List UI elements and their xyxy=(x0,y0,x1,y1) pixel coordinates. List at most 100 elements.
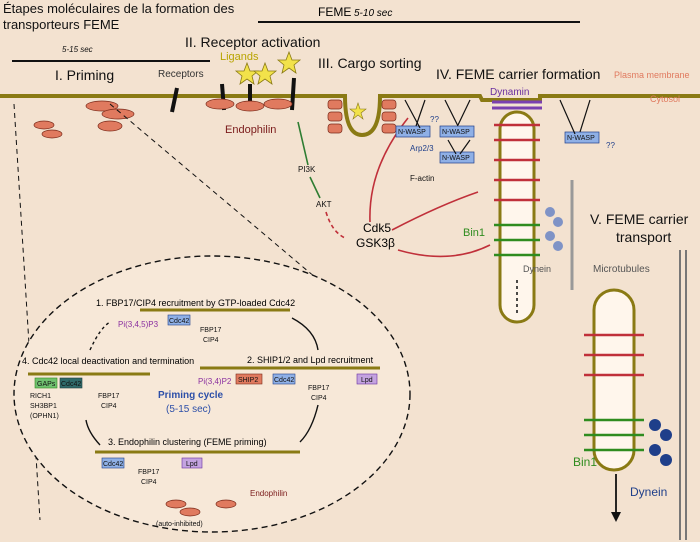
lpd-box xyxy=(356,373,378,385)
zoom-line-right xyxy=(109,103,381,333)
fbp17-label: FBP17 xyxy=(308,385,330,392)
cip4-label: CIP4 xyxy=(203,337,219,344)
autoinhibited-label: (auto-inhibited) xyxy=(156,521,203,528)
nwasp-label: N-WASP xyxy=(442,129,470,136)
page-header: Étapes moléculaires de la formation des … xyxy=(0,0,265,34)
priming-time: 5-15 sec xyxy=(62,45,93,54)
cargo-sorting-sh3 xyxy=(327,99,397,134)
akt-label: AKT xyxy=(316,200,332,209)
lpd-box xyxy=(181,457,203,469)
dynamin-label: Dynamin xyxy=(490,87,529,98)
stage-transport-1: V. FEME carrier xyxy=(590,211,689,227)
sh3bp1-label: SH3BP1 xyxy=(30,403,57,410)
cycle-proteins xyxy=(34,314,378,469)
feme-carrier-v xyxy=(584,288,644,472)
ophn1-label: (OPHN1) xyxy=(30,413,59,420)
ship2-label: SHIP2 xyxy=(238,377,258,384)
cycle-center-time: (5-15 sec) xyxy=(166,404,211,415)
cycle-membranes xyxy=(28,308,380,454)
stage-cargo-sorting: III. Cargo sorting xyxy=(318,55,422,71)
factin-label: F-actin xyxy=(410,174,434,183)
cycle-center-title: Priming cycle xyxy=(158,390,223,401)
zoom-line-left xyxy=(13,103,41,521)
cdc42-box xyxy=(167,314,191,326)
cdc42-box xyxy=(101,457,125,469)
nwasp-label: N-WASP xyxy=(398,129,426,136)
cdc42-label: Cdc42 xyxy=(103,461,123,468)
akt-inhibit xyxy=(325,211,346,239)
endophilin-label: Endophilin xyxy=(225,124,276,136)
ligands-label: Ligands xyxy=(220,51,259,63)
stage-transport-2: transport xyxy=(616,229,671,245)
cdc42-label: Cdc42 xyxy=(169,318,189,325)
header-title: Étapes moléculaires de la formation des … xyxy=(3,1,235,32)
cip4-label: CIP4 xyxy=(141,479,157,486)
akt-arrow xyxy=(309,176,321,199)
fbp17-label: FBP17 xyxy=(138,469,160,476)
cycle-arrow-4-1 xyxy=(89,321,111,351)
cip4-label: CIP4 xyxy=(101,403,117,410)
endophilin-cluster-receptor xyxy=(205,98,293,112)
dynein-label-iv: Dynein xyxy=(523,264,551,274)
cip4-label: CIP4 xyxy=(311,395,327,402)
rich1-label: RICH1 xyxy=(30,393,51,400)
stage-receptor-activation: II. Receptor activation xyxy=(185,34,320,50)
bin1-label-v: Bin1 xyxy=(573,455,597,469)
lpd-label: Lpd xyxy=(361,377,373,384)
ligand-star xyxy=(252,61,278,85)
cargo-star xyxy=(349,102,367,120)
ligand-star xyxy=(276,50,302,74)
cycle-arrows xyxy=(85,317,319,446)
dynein-iv xyxy=(545,207,563,251)
fbp17-label: FBP17 xyxy=(98,393,120,400)
plasma-membrane xyxy=(0,94,700,138)
endophilin-rings-v xyxy=(584,333,644,377)
cdc42-box xyxy=(59,377,83,389)
endophilin-rings xyxy=(494,123,540,202)
dynein-v xyxy=(649,419,672,466)
endophilin-autoinhibited xyxy=(165,499,237,517)
dynein-label-v: Dynein xyxy=(630,485,667,499)
qq-label: ?? xyxy=(430,115,439,124)
microtubules-label: Microtubules xyxy=(593,264,650,275)
receptor xyxy=(170,87,179,113)
cdk5-inhibit-dynamin xyxy=(391,191,479,231)
fbp17-label: FBP17 xyxy=(200,327,222,334)
receptors-label: Receptors xyxy=(158,69,204,80)
bin1-rings xyxy=(494,223,540,257)
arp23-label: Arp2/3 xyxy=(410,144,434,153)
cdc42-box xyxy=(272,373,296,385)
cycle-step3: 3. Endophilin clustering (FEME priming) xyxy=(108,437,267,447)
feme-time: 5-10 sec xyxy=(354,8,392,19)
nwasp-boxes xyxy=(395,125,600,164)
gaps-label: GAPs xyxy=(37,381,56,388)
ship2-box xyxy=(235,373,263,385)
cycle-arrow-2-3 xyxy=(299,404,319,443)
actin-filaments xyxy=(404,99,591,155)
lpd-label: Lpd xyxy=(186,461,198,468)
cdc42-label: Cdc42 xyxy=(61,381,81,388)
cycle-step2: 2. SHIP1/2 and Lpd recruitment xyxy=(247,355,374,365)
nwasp-label: N-WASP xyxy=(442,155,470,162)
feme-carrier-iv xyxy=(492,100,542,324)
qq-label: ?? xyxy=(606,141,615,150)
feme-label: FEME xyxy=(318,5,351,19)
bin1-label: Bin1 xyxy=(463,227,485,239)
pi3k-label: PI3K xyxy=(298,165,316,174)
stage-carrier-formation: IV. FEME carrier formation xyxy=(436,66,600,82)
plasma-membrane-label: Plasma membrane xyxy=(614,70,690,80)
endophilin-cluster-priming xyxy=(33,100,135,139)
cycle-step4: 4. Cdc42 local deactivation and terminat… xyxy=(22,356,194,366)
cycle-arrow-1-2 xyxy=(291,317,319,351)
cycle-endophilin-label: Endophilin xyxy=(250,489,287,498)
cycle-step1: 1. FBP17/CIP4 recruitment by GTP-loaded … xyxy=(96,298,295,308)
stage-priming: I. Priming xyxy=(55,67,114,83)
ligand-stars xyxy=(234,50,302,85)
cycle-arrow-3-4 xyxy=(85,419,101,446)
gsk3b-inhibit-bin1 xyxy=(397,244,491,258)
nwasp-label: N-WASP xyxy=(567,135,595,142)
pip3-label: Pi(3,4,5)P3 xyxy=(118,320,159,329)
ligand-star xyxy=(234,61,260,85)
cdk5-label: Cdk5 xyxy=(363,221,391,235)
